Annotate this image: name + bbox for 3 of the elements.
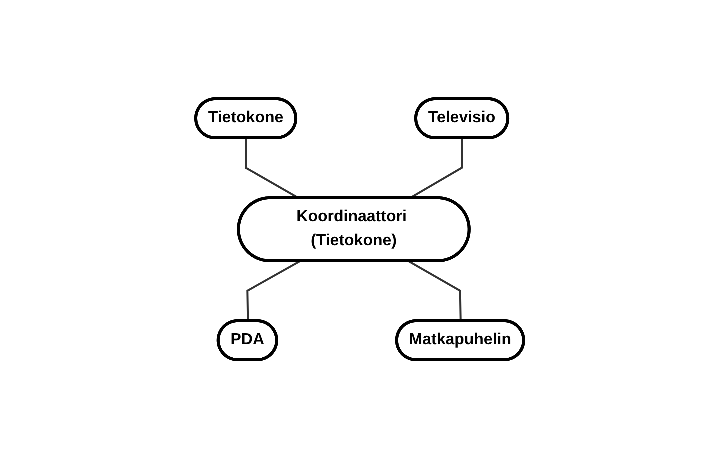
connector xyxy=(408,260,462,322)
connector xyxy=(246,260,300,322)
connector xyxy=(408,138,464,200)
